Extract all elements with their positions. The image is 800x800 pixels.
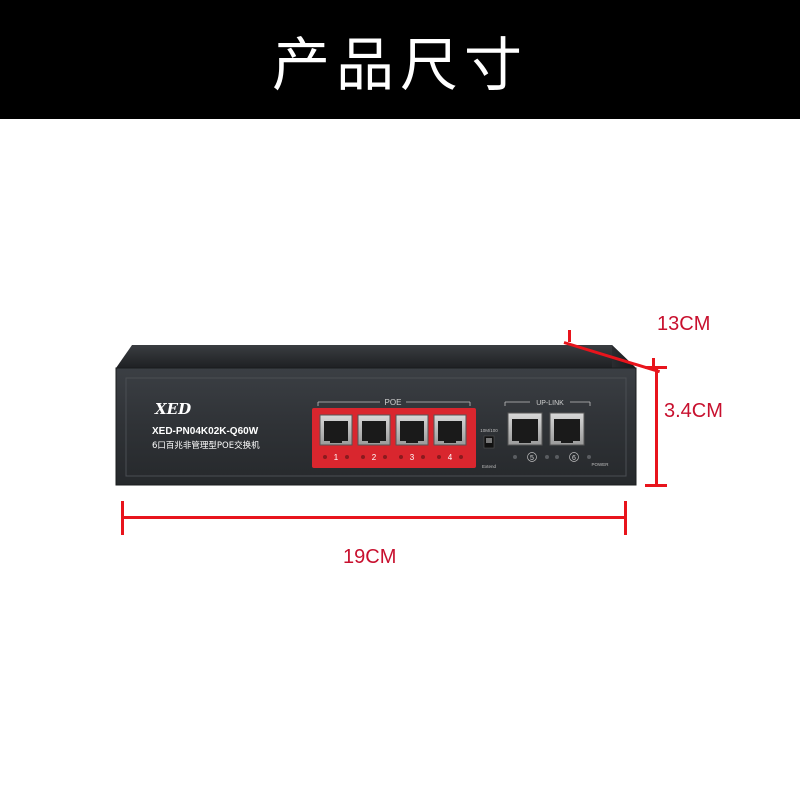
depth-label: 13CM: [657, 313, 711, 335]
width-dimension-tick: [121, 501, 124, 535]
uplink-group-label: UP-LINK: [536, 400, 564, 407]
model-label: XED-PN04K02K-Q60W: [152, 426, 259, 437]
chassis-top: [116, 345, 636, 368]
product-description: 6口百兆非管理型POE交换机: [152, 440, 260, 451]
header-banner: 产品尺寸: [0, 0, 800, 119]
width-dimension-line: [122, 516, 626, 519]
port-number: 5: [530, 455, 534, 462]
uplink-led-row: [513, 455, 591, 459]
rj45-port: [549, 412, 585, 446]
mode-switch: [483, 435, 495, 449]
height-dimension-tick: [645, 366, 667, 369]
depth-dimension-tick: [568, 330, 571, 342]
power-label: POWER: [591, 462, 609, 467]
switch-label: Extend: [482, 464, 497, 469]
rj45-port: [507, 412, 543, 446]
switch-label: 10M/100: [480, 428, 498, 433]
rj45-port: [319, 414, 353, 446]
rj45-port: [433, 414, 467, 446]
port-number: 3: [410, 453, 415, 462]
page-title: 产品尺寸: [271, 30, 528, 99]
height-label: 3.4CM: [664, 400, 723, 422]
brand-logo: XED: [154, 400, 191, 418]
rj45-port: [395, 414, 429, 446]
height-dimension-line: [655, 366, 658, 486]
poe-led-row: [323, 455, 463, 459]
rj45-port: [357, 414, 391, 446]
port-number: 2: [372, 453, 377, 462]
width-dimension-tick: [624, 501, 627, 535]
uplink-bracket: [504, 401, 591, 406]
port-number: 4: [448, 453, 453, 462]
depth-dimension-tick: [652, 358, 655, 370]
port-number: 1: [334, 453, 339, 462]
port-number: 6: [572, 455, 576, 462]
height-dimension-tick: [645, 484, 667, 487]
width-label: 19CM: [343, 546, 397, 568]
poe-group-label: POE: [385, 398, 402, 407]
port-number-badge: [527, 452, 579, 462]
